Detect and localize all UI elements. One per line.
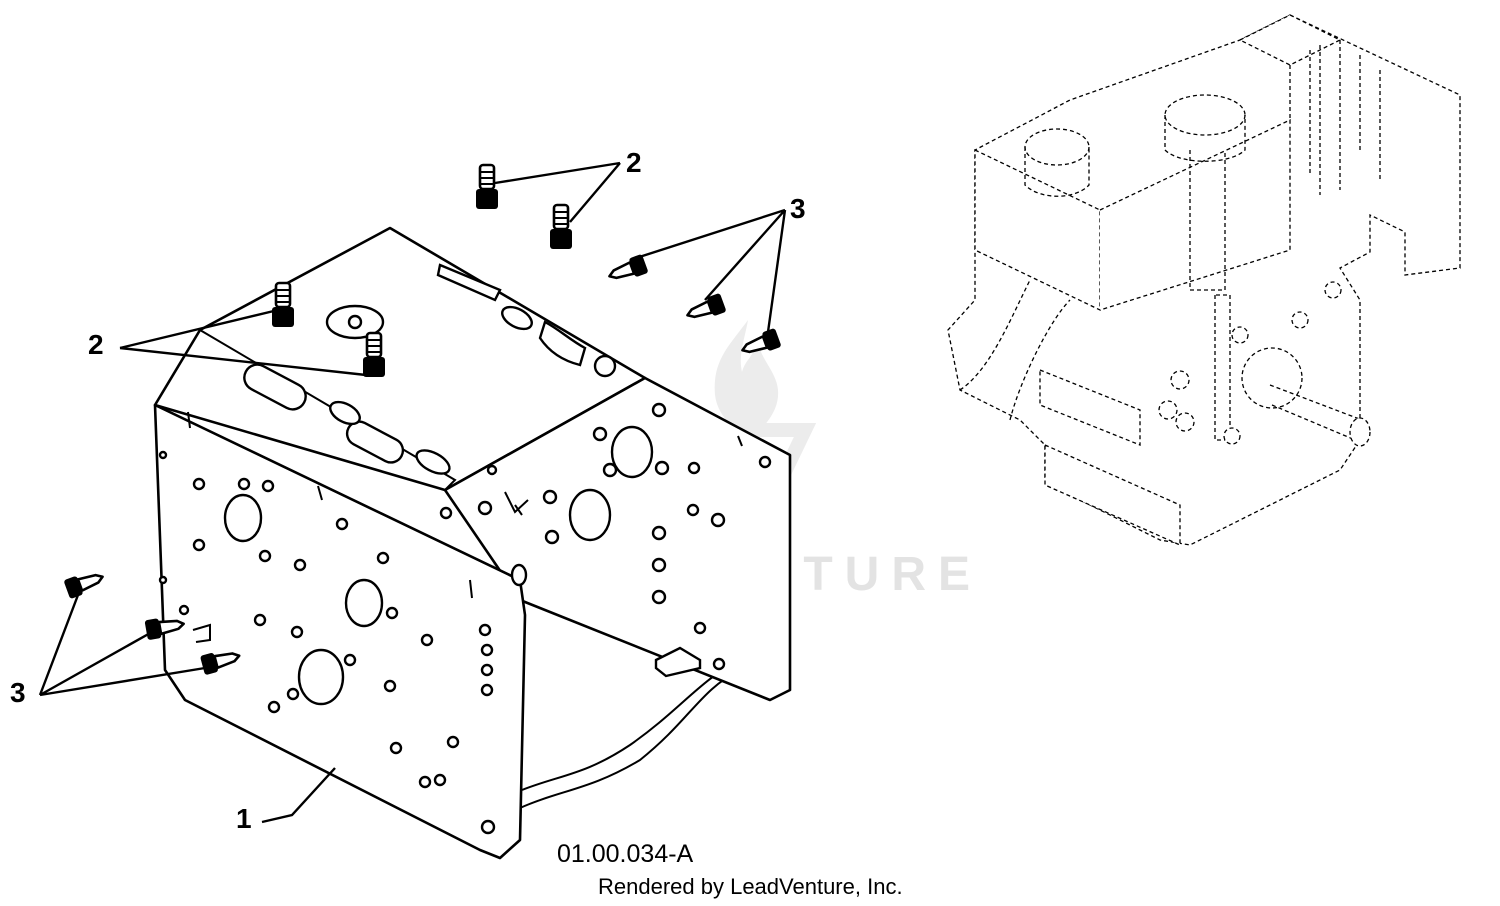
flange-bolt-icon [64, 573, 104, 599]
callout-label-3-left: 3 [10, 677, 26, 708]
front-plate-holes [158, 411, 528, 835]
rendered-by-credit: Rendered by LeadVenture, Inc. [598, 874, 903, 899]
engine-mounting-frame [153, 226, 792, 860]
flange-bolt-icon [686, 293, 726, 319]
stud-icon [550, 203, 572, 249]
stud-icon [272, 281, 294, 327]
drawing-number: 01.00.034-A [557, 840, 694, 868]
frame-tube [519, 659, 761, 809]
callout-labels: 2 3 2 3 1 [10, 147, 806, 834]
engine-ghost-outline-icon [947, 14, 1461, 547]
flange-bolt-icon [741, 328, 781, 354]
stud-icon [363, 331, 385, 377]
bolts [64, 254, 781, 675]
callout-label-3-right: 3 [790, 193, 806, 224]
callout-label-2-top: 2 [626, 147, 642, 178]
flange-bolt-icon [608, 254, 648, 280]
studs [272, 163, 572, 377]
right-panel-holes [439, 402, 772, 678]
stud-icon [476, 163, 498, 209]
top-panel-slots [243, 263, 617, 475]
leader-lines [38, 161, 787, 824]
callout-label-1: 1 [236, 803, 252, 834]
callout-label-2-left: 2 [88, 329, 104, 360]
